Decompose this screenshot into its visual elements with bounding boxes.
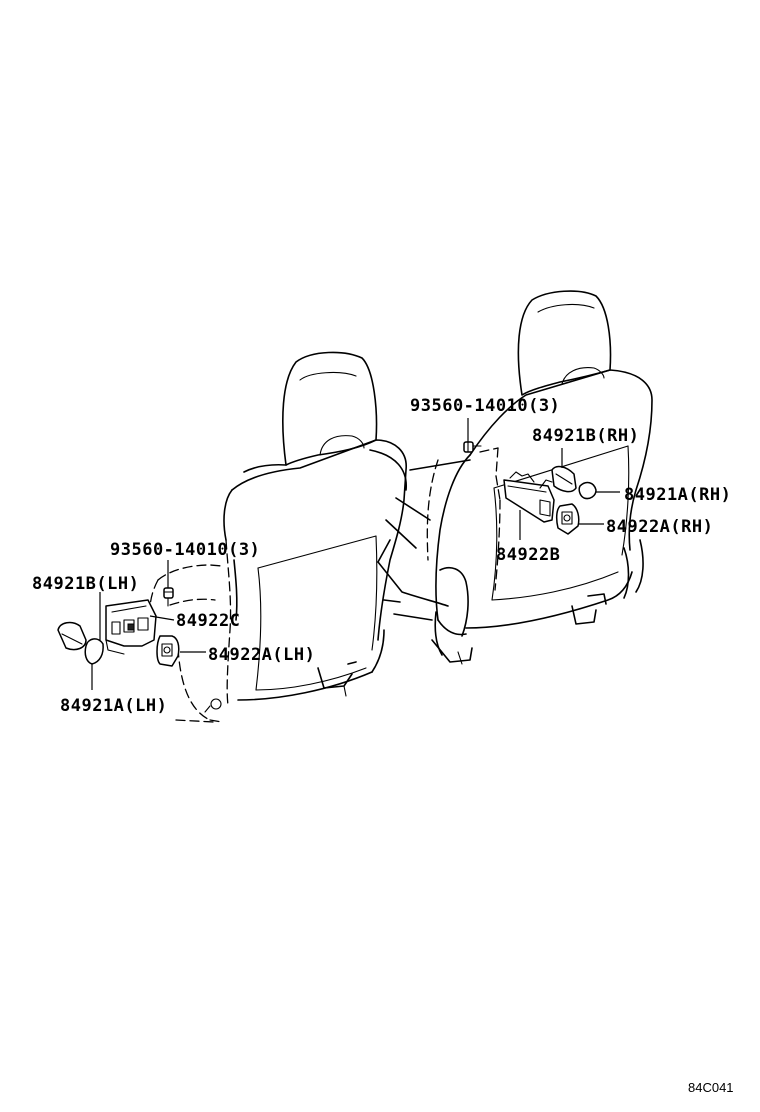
label-84921a-lh: 84921A(LH) [60,696,167,716]
left-seat-outline [149,351,407,723]
knob-84921b-lh-icon [57,621,87,651]
label-bolt-rh: 93560-14010(3) [410,396,560,416]
label-84921b-lh: 84921B(LH) [32,574,139,594]
bolt-lh-icon [163,587,174,607]
right-seat-outline [377,290,653,665]
switch-84922b-icon [503,471,555,523]
label-84922a-rh: 84922A(RH) [606,517,713,537]
label-84921b-rh: 84921B(RH) [532,426,639,446]
label-84922b: 84922B [496,545,560,565]
knob-84921a-lh-icon [84,638,104,665]
knob-84921a-rh-icon [578,481,597,500]
leader-84922c [149,615,175,621]
label-bolt-lh: 93560-14010(3) [110,540,260,560]
figure-code: 84C041 [688,1080,734,1095]
knob-84921b-rh-icon [551,465,577,493]
switch-84922c-icon [105,599,157,655]
switch-84922a-rh-icon [555,503,580,535]
label-84922a-lh: 84922A(LH) [208,645,315,665]
lh-switch-parts [57,560,206,690]
label-84921a-rh: 84921A(RH) [624,485,731,505]
label-84922c: 84922C [176,611,240,631]
rh-switch-parts [463,418,620,540]
switch-84922a-lh-icon [156,635,180,667]
